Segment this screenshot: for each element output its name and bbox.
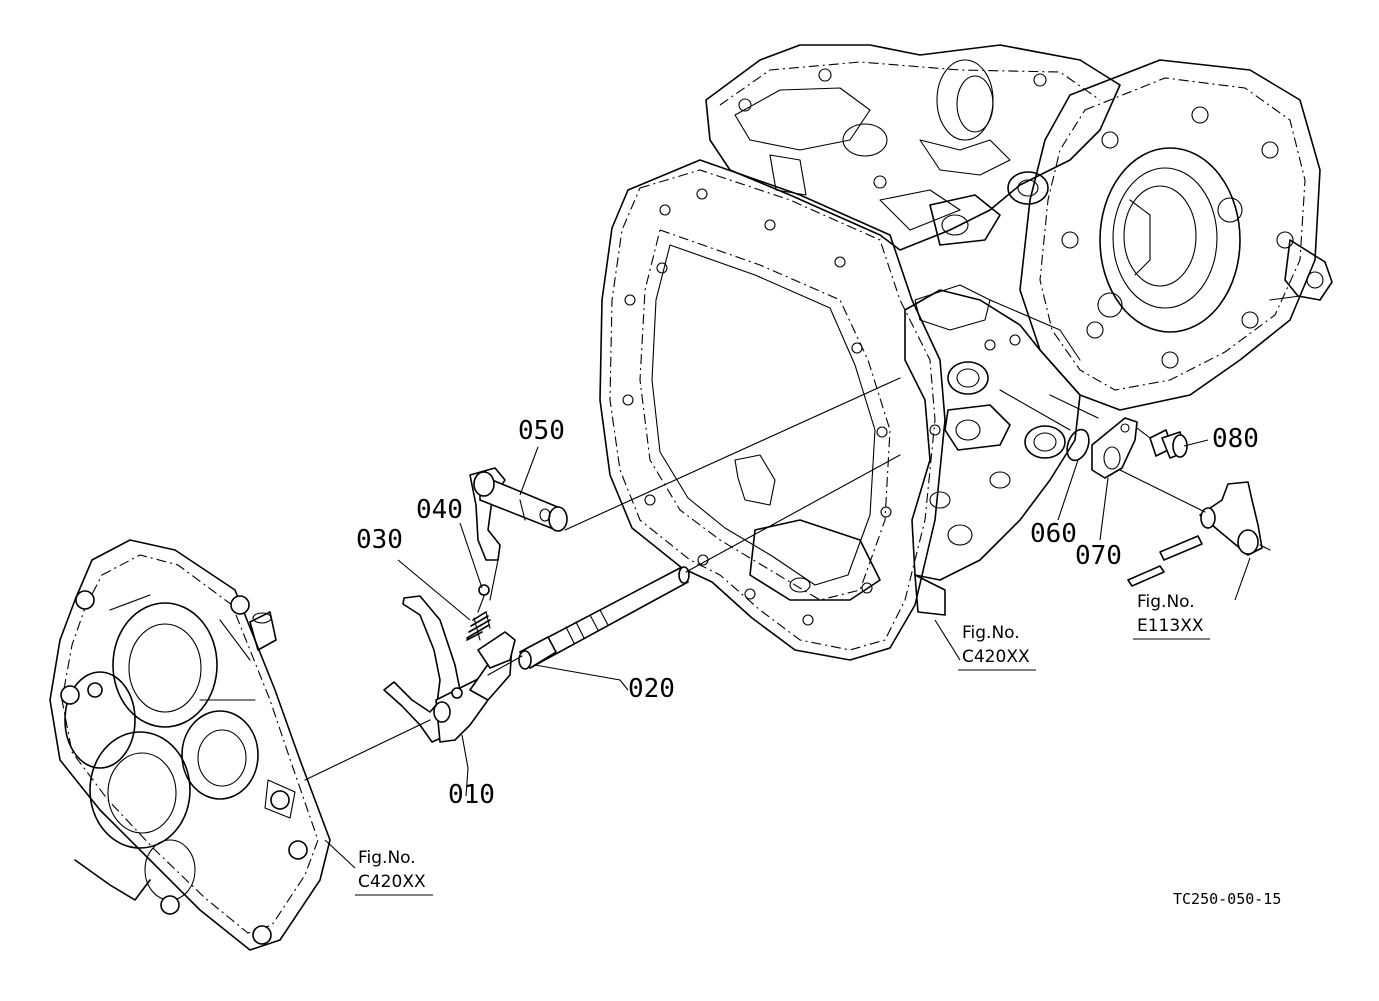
label-030: 030	[356, 525, 403, 555]
part-number-labels: 010 020 030 040 050 060 070 080	[356, 416, 1259, 810]
left-cover-plate	[49, 539, 331, 951]
detent-ball-040	[478, 584, 490, 596]
label-060: 060	[1030, 519, 1077, 549]
label-050: 050	[518, 416, 565, 446]
figure-ref-middle: Fig.No. C420XX	[958, 623, 1036, 671]
figure-ref-left: Fig.No. C420XX	[355, 848, 433, 896]
leader-lines	[324, 439, 1251, 869]
figure-ref-left-line2: C420XX	[358, 872, 426, 892]
label-070: 070	[1075, 541, 1122, 571]
figure-ref-middle-line2: C420XX	[962, 647, 1030, 667]
shift-rod-020	[518, 566, 690, 670]
plate-070	[1091, 417, 1138, 479]
label-040: 040	[416, 495, 463, 525]
drawing-code: TC250-050-15	[1173, 890, 1281, 908]
lever-shaft-050	[469, 467, 568, 561]
figure-ref-right-line1: Fig.No.	[1137, 592, 1195, 612]
figure-ref-left-line1: Fig.No.	[358, 848, 416, 868]
external-lever-e113	[1127, 481, 1263, 587]
o-ring-060	[1066, 428, 1090, 462]
shift-fork-010	[383, 595, 516, 743]
label-080: 080	[1212, 424, 1259, 454]
label-020: 020	[628, 674, 675, 704]
figure-ref-middle-line1: Fig.No.	[962, 623, 1020, 643]
label-010: 010	[448, 780, 495, 810]
figure-ref-right-line2: E113XX	[1137, 616, 1204, 636]
detent-spring-030	[466, 611, 491, 641]
bolt-080	[1149, 429, 1188, 459]
figure-ref-right: Fig.No. E113XX	[1133, 592, 1210, 640]
transmission-case	[599, 44, 1333, 661]
assembly-lines	[304, 377, 1271, 781]
